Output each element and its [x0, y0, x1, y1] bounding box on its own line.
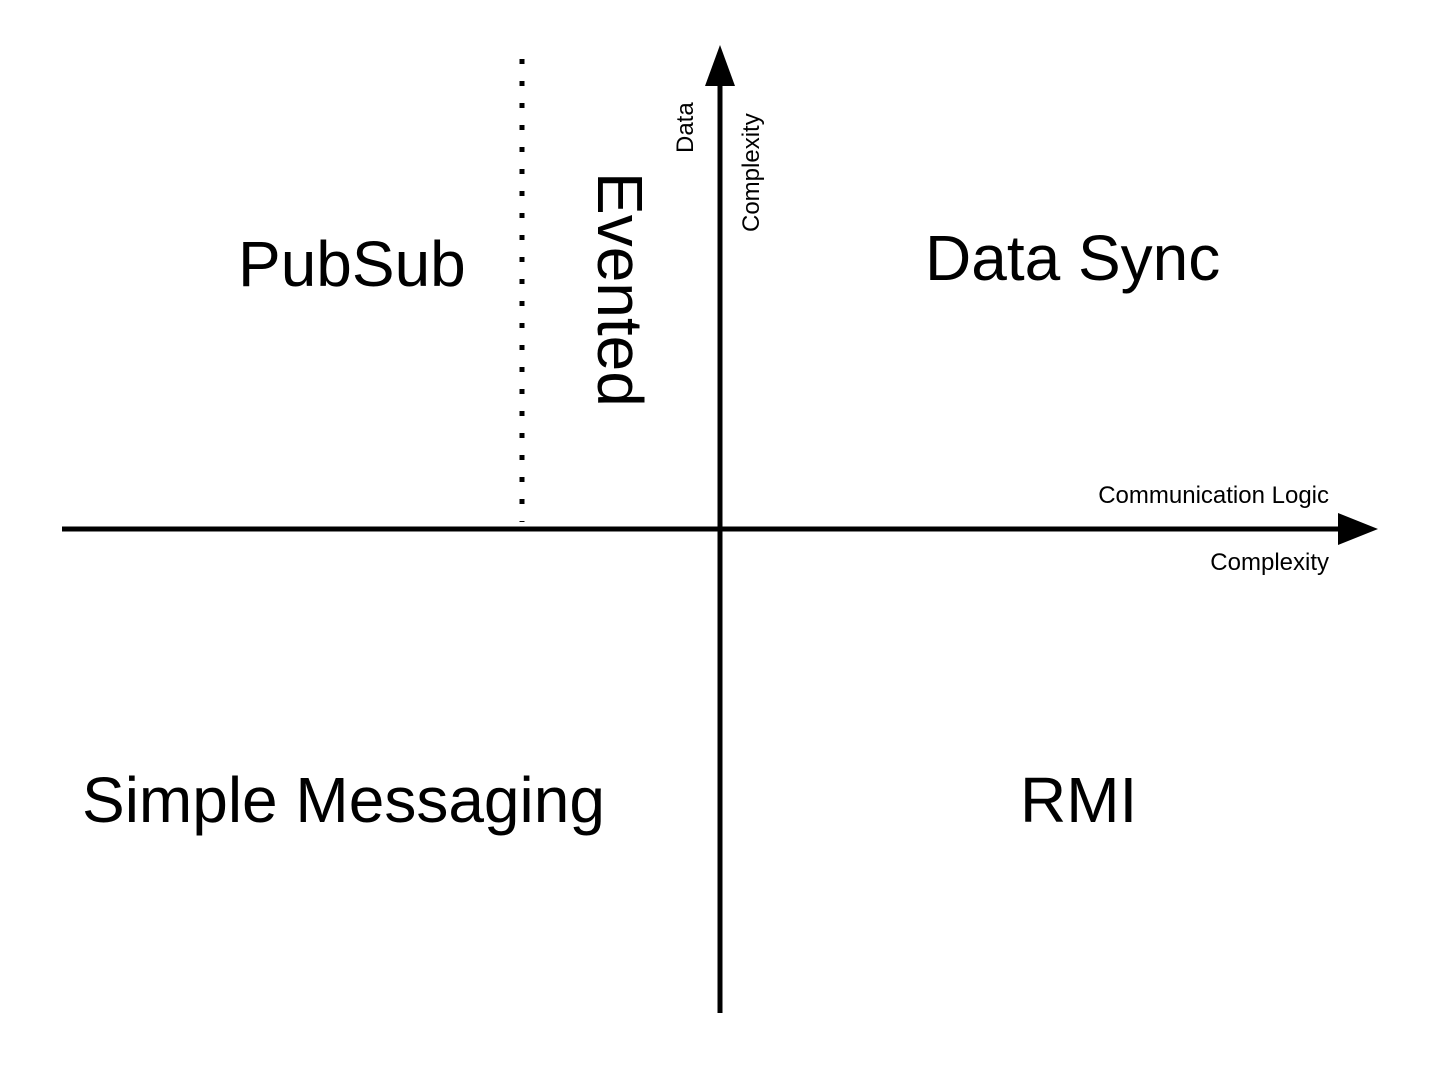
boundary-label-evented: Evented: [584, 172, 656, 407]
quadrant-label-rmi: RMI: [1020, 764, 1138, 836]
x-axis-label-line1: Communication Logic: [1098, 482, 1329, 509]
y-axis-label-line1: Data: [672, 102, 699, 153]
y-axis-arrowhead: [705, 45, 735, 86]
quadrant-label-data-sync: Data Sync: [925, 222, 1221, 294]
x-axis-label-line2: Complexity: [1210, 549, 1329, 576]
quadrant-label-pubsub: PubSub: [238, 228, 466, 300]
y-axis-label-line2: Complexity: [738, 113, 765, 232]
quadrant-label-simple-messaging: Simple Messaging: [82, 764, 605, 836]
x-axis-arrowhead: [1338, 513, 1378, 545]
